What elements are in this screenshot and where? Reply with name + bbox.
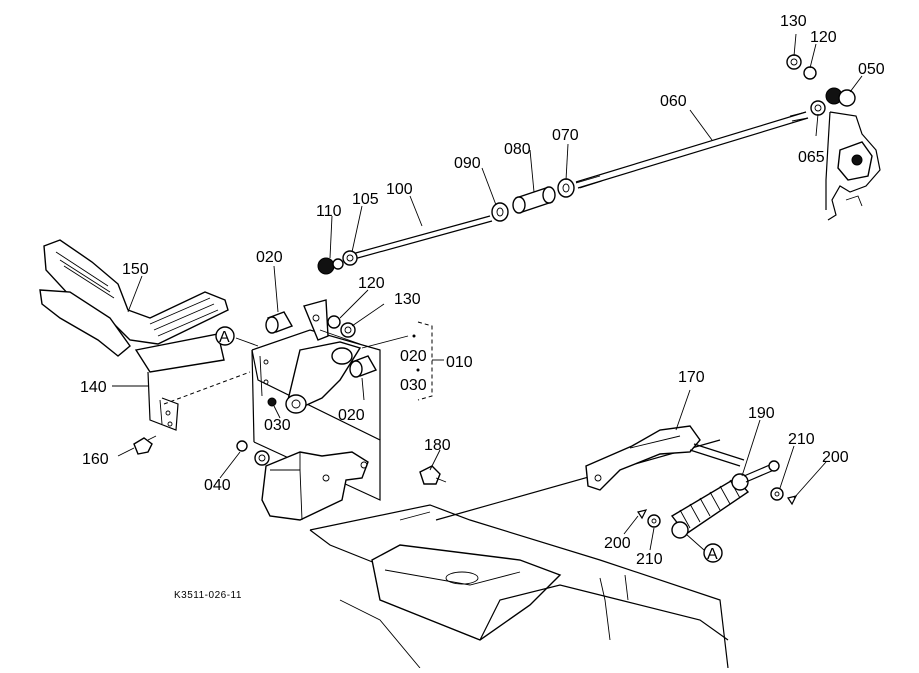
- leader-lines: [112, 33, 863, 551]
- label-050: 050: [858, 61, 885, 78]
- label-160: 160: [82, 451, 109, 468]
- label-180: 180: [424, 437, 451, 454]
- support-bracket-040: [236, 440, 369, 521]
- nut-090: [491, 202, 509, 222]
- label-120-mid: 120: [358, 275, 385, 292]
- label-200-left: 200: [604, 535, 631, 552]
- label-080: 080: [504, 141, 531, 158]
- transmission-housing: [309, 439, 729, 669]
- washer-210-right: [770, 487, 784, 501]
- label-120-top: 120: [810, 29, 837, 46]
- pin-200-right: [787, 495, 798, 506]
- ball-joint-110: [317, 250, 358, 275]
- right-linkage: [786, 54, 881, 221]
- label-020-a: 020: [256, 249, 283, 266]
- sleeve-080: [512, 186, 556, 214]
- bolt-160: [133, 435, 157, 455]
- label-210-left: 210: [636, 551, 663, 568]
- label-200-right: 200: [822, 449, 849, 466]
- spring-190: [670, 460, 780, 539]
- washer-210-left: [647, 514, 661, 528]
- rod-060: [575, 111, 809, 189]
- label-210-right: 210: [788, 431, 815, 448]
- bolt-180: [419, 465, 447, 485]
- callout-a-right: A: [703, 543, 723, 563]
- pin-200-left: [637, 509, 648, 520]
- label-190: 190: [748, 405, 775, 422]
- part-labels: 130 120 050 060 065 070 080 090 100 105 …: [80, 13, 885, 601]
- label-020-b: 020: [400, 348, 427, 365]
- callout-a-left-text: A: [219, 329, 230, 346]
- label-030-b: 030: [400, 377, 427, 394]
- drawing-code: K3511-026-11: [174, 590, 242, 601]
- label-100: 100: [386, 181, 413, 198]
- label-110: 110: [316, 203, 342, 220]
- label-020-c: 020: [338, 407, 365, 424]
- nut-070: [557, 178, 575, 198]
- label-150: 150: [122, 261, 149, 278]
- washer-120-mid: [327, 315, 356, 338]
- label-070: 070: [552, 127, 579, 144]
- label-065: 065: [798, 149, 825, 166]
- label-060: 060: [660, 93, 687, 110]
- label-105: 105: [352, 191, 379, 208]
- label-090: 090: [454, 155, 481, 172]
- bushing-020-lower: [349, 355, 378, 378]
- arm-170: [585, 425, 745, 491]
- label-010: 010: [446, 354, 473, 371]
- label-130-top: 130: [780, 13, 807, 30]
- bushing-020-top: [265, 311, 294, 334]
- rod-100: [351, 215, 493, 260]
- label-040: 040: [204, 477, 231, 494]
- label-170: 170: [678, 369, 705, 386]
- callout-a-right-text: A: [707, 546, 718, 563]
- label-030-a: 030: [264, 417, 291, 434]
- callout-a-left: A: [215, 326, 235, 346]
- label-130-mid: 130: [394, 291, 421, 308]
- foot-pedal-150: [39, 239, 229, 431]
- label-140: 140: [80, 379, 107, 396]
